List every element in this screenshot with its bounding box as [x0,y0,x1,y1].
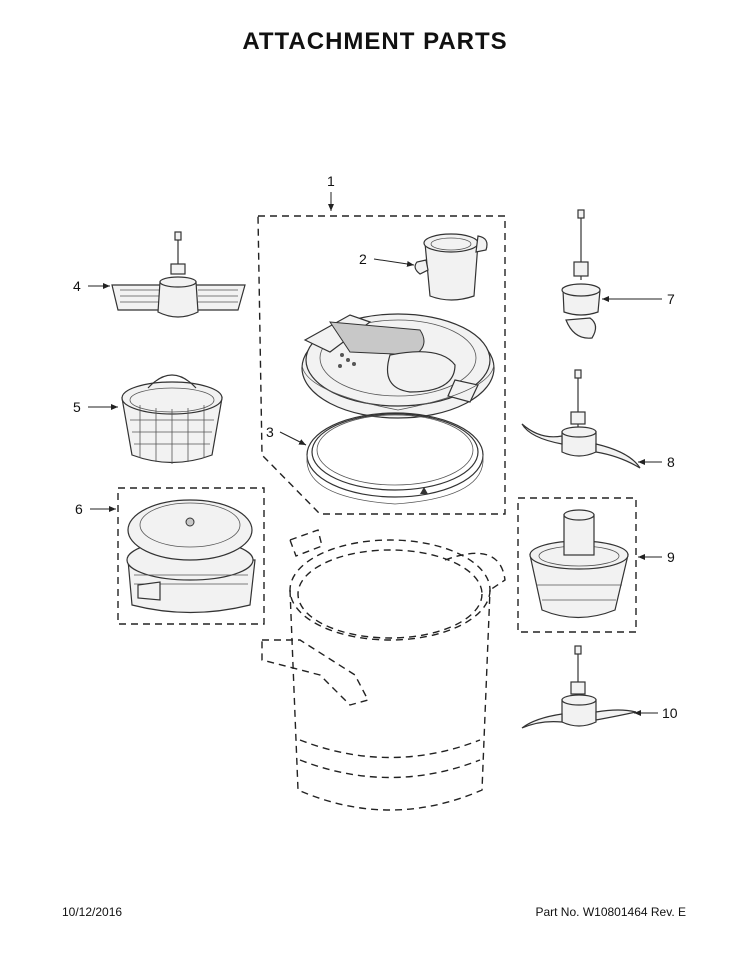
part-10-mini-blade [521,645,637,729]
callout-6: 6 [75,501,83,517]
page-title: ATTACHMENT PARTS [242,28,508,55]
callout-1: 1 [327,173,335,189]
callout-3: 3 [266,424,274,440]
part-8-multipurpose-blade [521,369,641,469]
callout-4: 4 [73,278,81,294]
part-9-mini-bowl [529,509,629,619]
part-1-lid [301,313,495,419]
footer-date: 10/12/2016 [62,905,123,919]
part-9-dashed-boundary [517,497,637,633]
callout-7: 7 [667,291,675,307]
footer-part-number: Part No. W10801464 Rev. E [535,905,686,919]
lid-assembly-dashed-boundary [257,215,506,515]
part-4-stir-tower-paddle [111,231,246,318]
part-6-dashed-boundary [117,487,265,625]
callout-2: 2 [359,251,367,267]
part-6-steamer-assembly [126,499,256,614]
part-2-steam-basket-cup [414,233,488,301]
leader-3 [279,431,307,446]
part-3-seal-ring [306,412,484,505]
leader-2 [373,258,415,267]
callout-5: 5 [73,399,81,415]
callout-8: 8 [667,454,675,470]
part-5-steamer-basket [121,374,223,464]
part-7-dough-blade [561,209,601,339]
callout-9: 9 [667,549,675,565]
callout-10: 10 [662,705,678,721]
cooking-bowl-dashed [261,529,506,811]
